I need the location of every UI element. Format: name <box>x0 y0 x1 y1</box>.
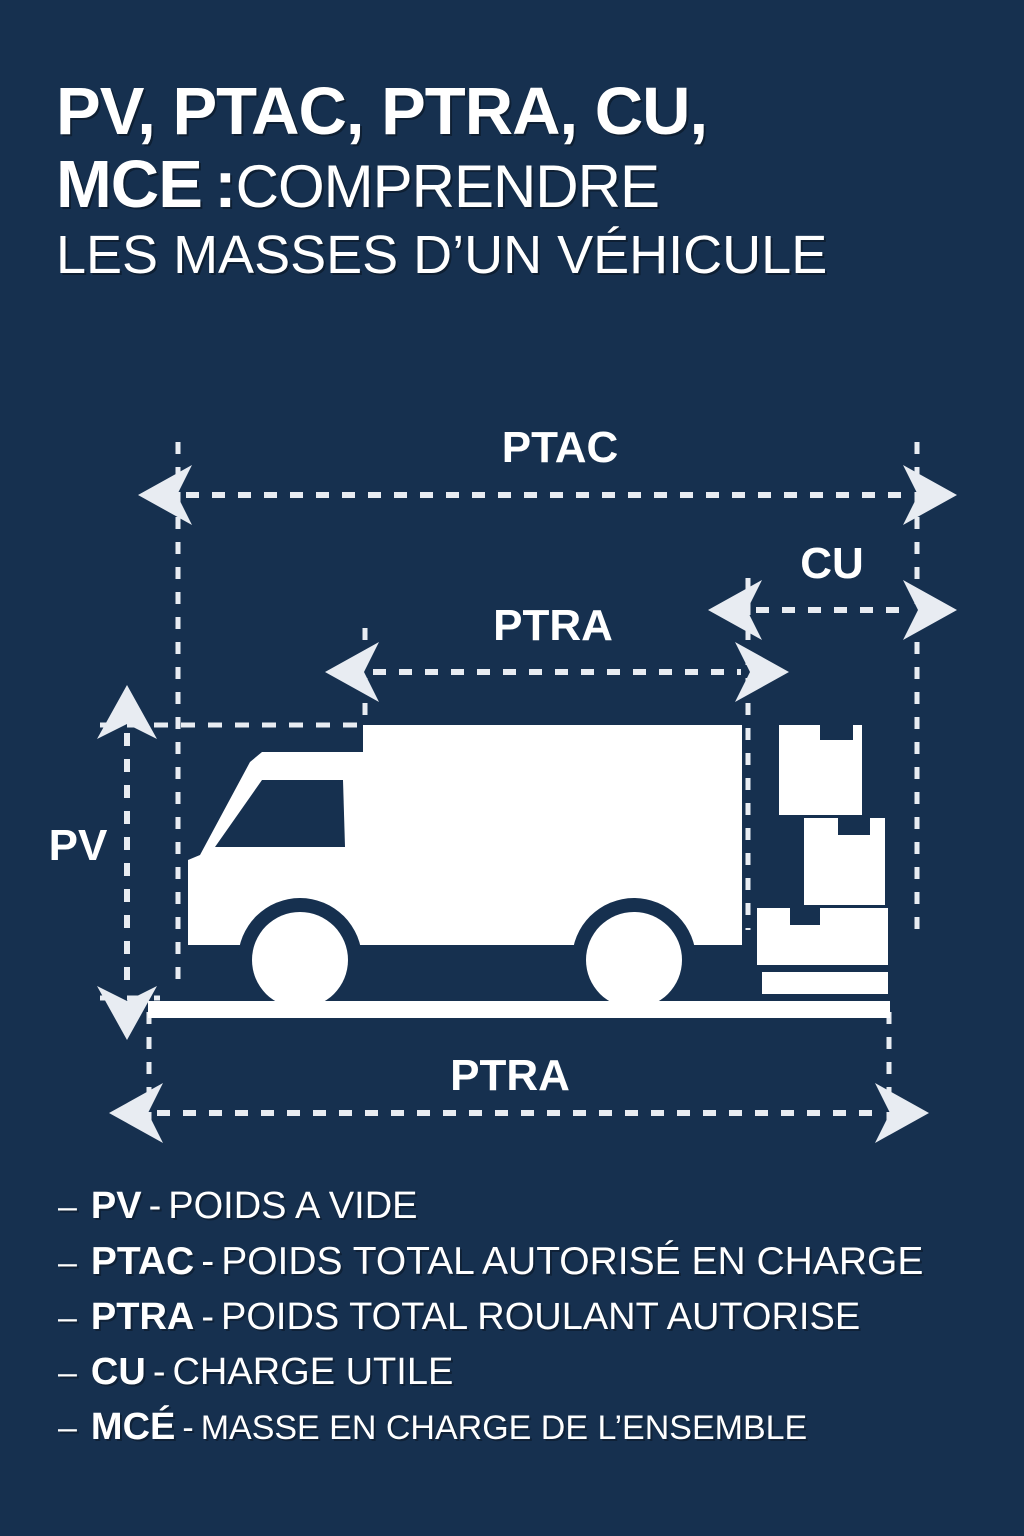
legend-item-cu: – CU - CHARGE UTILE <box>58 1351 1008 1394</box>
title-line-3: LES MASSES D’UN VÉHICULE <box>56 225 828 285</box>
legend-separator: - <box>148 1185 162 1227</box>
label-ptra-upper: PTRA <box>493 601 613 650</box>
legend-text-mce: MASSE EN CHARGE DE L’ENSEMBLE <box>200 1409 808 1447</box>
legend-abbr-cu: CU <box>90 1351 146 1393</box>
legend-item-ptra: – PTRA - POIDS TOTAL ROULANT AUTORISE <box>58 1296 1008 1339</box>
legend-dash-icon: – <box>58 1354 77 1392</box>
legend-item-mce: – MCÉ - MASSE EN CHARGE DE L’ENSEMBLE <box>58 1406 1008 1449</box>
legend-dash-icon: – <box>58 1244 77 1282</box>
legend-text-pv: POIDS A VIDE <box>168 1185 418 1227</box>
title-line-2-heavy: MCE : <box>56 147 237 222</box>
label-ptac: PTAC <box>502 423 619 472</box>
legend-text-cu: CHARGE UTILE <box>172 1351 454 1393</box>
truck-illustration <box>188 725 748 1008</box>
truck-cab-window <box>215 780 345 847</box>
legend-item-pv: – PV - POIDS A VIDE <box>58 1185 1008 1228</box>
vehicle-mass-diagram: PTAC CU PTRA PV <box>0 400 1024 1160</box>
legend-dash-icon: – <box>58 1409 77 1447</box>
title-line-2-light: COMPRENDRE <box>235 153 660 220</box>
cargo-box-top <box>779 725 862 815</box>
legend-abbr-pv: PV <box>90 1185 142 1227</box>
cargo-box-bottom <box>757 908 888 965</box>
truck-rear-wheel <box>586 912 682 1008</box>
cargo-stack <box>757 725 888 994</box>
legend-separator: - <box>182 1409 194 1447</box>
legend-dash-icon: – <box>58 1188 77 1226</box>
legend-dash-icon: – <box>58 1299 77 1337</box>
cargo-pallet <box>762 972 888 994</box>
truck-front-wheel <box>252 912 348 1008</box>
title-line-1: PV, PTAC, PTRA, CU, <box>56 74 708 149</box>
legend-abbr-ptra: PTRA <box>90 1296 195 1338</box>
title-line-2: MCE :COMPRENDRE <box>56 151 966 218</box>
label-ptra-lower: PTRA <box>450 1051 570 1100</box>
page-title: PV, PTAC, PTRA, CU, MCE :COMPRENDRE LES … <box>56 78 966 282</box>
legend-text-ptra: POIDS TOTAL ROULANT AUTORISE <box>221 1296 861 1338</box>
label-cu: CU <box>800 539 864 588</box>
cargo-box-middle <box>804 818 885 905</box>
legend-abbr-mce: MCÉ <box>90 1406 176 1448</box>
label-pv: PV <box>49 821 108 870</box>
legend-list: – PV - POIDS A VIDE – PTAC - POIDS TOTAL… <box>58 1185 1008 1461</box>
legend-text-ptac: POIDS TOTAL AUTORISÉ EN CHARGE <box>221 1240 924 1283</box>
legend-separator: - <box>201 1240 215 1283</box>
truck-cargo-box <box>363 725 742 957</box>
legend-separator: - <box>201 1296 215 1338</box>
legend-abbr-ptac: PTAC <box>90 1240 195 1283</box>
ground-line <box>148 1001 890 1018</box>
legend-separator: - <box>152 1351 166 1393</box>
legend-item-ptac: – PTAC - POIDS TOTAL AUTORISÉ EN CHARGE <box>58 1240 1008 1284</box>
